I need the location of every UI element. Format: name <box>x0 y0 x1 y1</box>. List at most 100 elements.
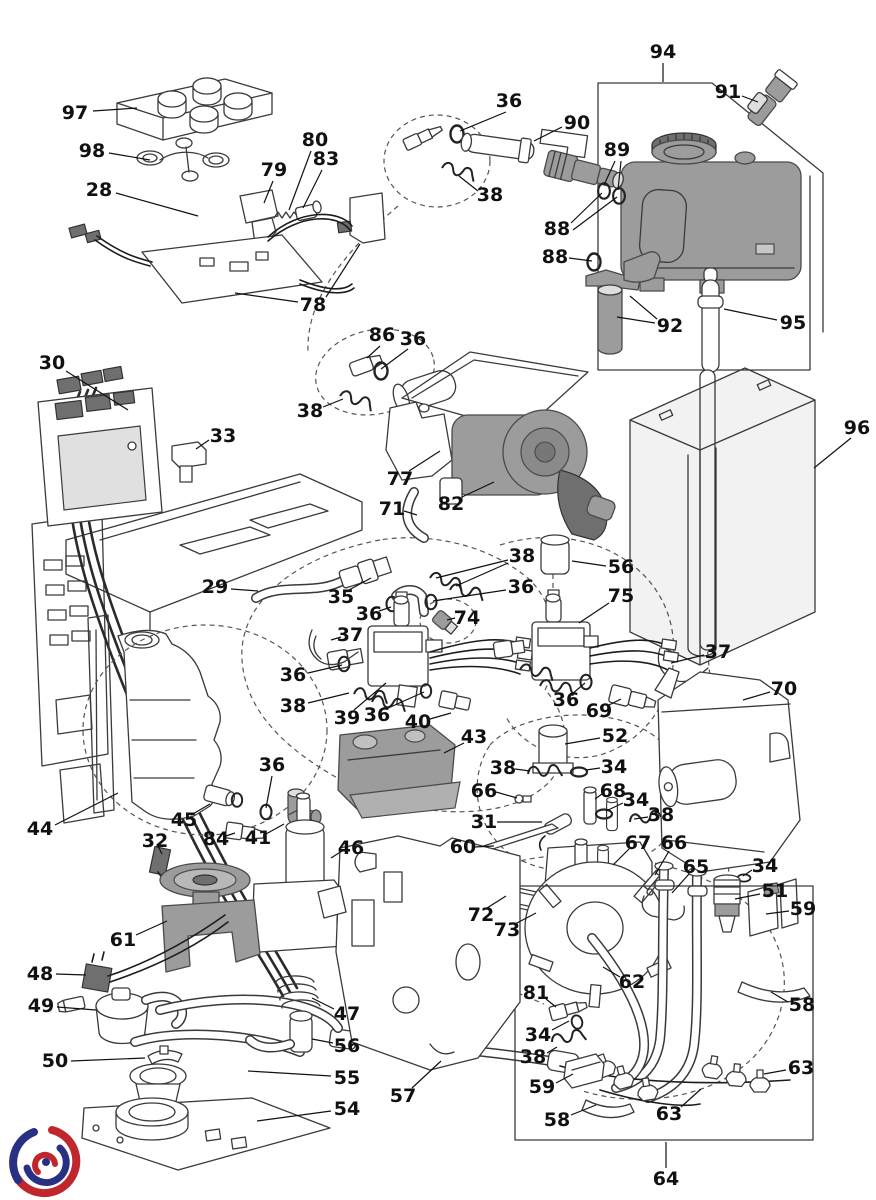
part-label-94: 94 <box>650 41 676 63</box>
part-label-70: 70 <box>771 678 797 700</box>
part-label-63: 63 <box>656 1103 682 1125</box>
leader-line-89 <box>603 160 616 186</box>
leader-line-36 <box>378 606 392 612</box>
leader-line-86 <box>366 345 381 359</box>
part-label-36: 36 <box>280 664 306 686</box>
leader-line-83 <box>302 169 323 209</box>
leader-line-38 <box>435 559 509 579</box>
part-label-56: 56 <box>334 1035 360 1057</box>
leader-line-66 <box>654 850 670 876</box>
part-label-54: 54 <box>334 1098 360 1120</box>
leader-line-39 <box>353 682 387 711</box>
part-label-73: 73 <box>494 919 520 941</box>
leader-line-68 <box>594 793 603 800</box>
leader-line-60 <box>473 845 495 848</box>
leader-line-36 <box>307 664 343 674</box>
leader-line-59 <box>765 910 790 915</box>
part-label-66: 66 <box>471 780 497 802</box>
part-label-65: 65 <box>683 856 709 878</box>
part-label-38: 38 <box>648 804 674 826</box>
leader-line-38 <box>322 398 344 408</box>
leader-line-62 <box>602 966 621 978</box>
leader-line-40 <box>429 712 452 720</box>
leader-line-88 <box>568 257 593 262</box>
leader-line-36 <box>459 111 507 132</box>
leader-line-67 <box>612 848 630 866</box>
part-label-89: 89 <box>604 139 630 161</box>
part-label-61: 61 <box>110 929 136 951</box>
part-label-38: 38 <box>477 184 503 206</box>
gasket-98 <box>136 137 230 182</box>
leader-line-38 <box>455 562 509 587</box>
leader-line-44 <box>54 792 119 826</box>
leader-line-90 <box>533 126 563 142</box>
main-board-30 <box>37 387 163 527</box>
hose-29 <box>251 575 349 603</box>
part-label-39: 39 <box>334 707 360 729</box>
leader-line-30 <box>65 370 129 411</box>
part-label-97: 97 <box>62 102 88 124</box>
bracket-59-left <box>563 1053 605 1089</box>
leader-line-88 <box>570 192 603 224</box>
part-label-36: 36 <box>259 754 285 776</box>
part-label-38: 38 <box>280 695 306 717</box>
part-label-38: 38 <box>520 1046 546 1068</box>
leader-line-36 <box>265 775 273 809</box>
part-label-52: 52 <box>602 725 628 747</box>
leader-line-48 <box>55 973 87 976</box>
leader-line-34 <box>742 869 753 877</box>
tank-cap <box>651 132 717 165</box>
part-label-49: 49 <box>28 995 54 1017</box>
leader-line-55 <box>247 1070 332 1077</box>
leader-line-61 <box>135 920 168 936</box>
leader-line-36 <box>380 348 409 370</box>
leader-line-82 <box>461 481 495 498</box>
leader-line-75 <box>578 602 610 624</box>
leader-line-37 <box>330 636 342 641</box>
leader-line-77 <box>408 450 441 472</box>
part-label-40: 40 <box>405 711 431 733</box>
leader-line-71 <box>403 510 418 516</box>
part-label-67: 67 <box>625 832 651 854</box>
part-label-38: 38 <box>509 545 535 567</box>
fitting-86 <box>337 354 389 413</box>
inlet-fitting-group-90 <box>402 124 589 183</box>
leader-line-97 <box>92 107 138 112</box>
leader-line-74 <box>446 617 456 621</box>
part-label-44: 44 <box>27 818 53 840</box>
assembly-box-64 <box>514 885 814 1141</box>
vessel-44 <box>87 614 244 820</box>
microswitch-48 <box>81 914 229 993</box>
leader-line-81 <box>545 998 557 1008</box>
leader-line-95 <box>723 308 778 321</box>
part-label-33: 33 <box>210 425 236 447</box>
part-label-92: 92 <box>657 315 683 337</box>
leader-line-52 <box>564 737 601 745</box>
leader-line-34 <box>605 802 624 812</box>
hose-71 <box>402 487 429 543</box>
leader-line-29 <box>230 588 259 592</box>
part-label-74: 74 <box>454 607 480 629</box>
part-label-55: 55 <box>334 1067 360 1089</box>
part-label-31: 31 <box>471 811 497 833</box>
inlet-91 <box>747 69 798 127</box>
part-label-58: 58 <box>544 1109 570 1131</box>
part-label-34: 34 <box>525 1024 551 1046</box>
part-label-79: 79 <box>261 159 287 181</box>
leader-line-66 <box>495 791 518 799</box>
part-label-81: 81 <box>523 982 549 1004</box>
leader-line-84 <box>225 832 236 837</box>
part-label-30: 30 <box>39 352 65 374</box>
leader-line-91 <box>741 95 759 103</box>
boiler-tank-94 <box>620 132 802 294</box>
valve-52-group <box>514 724 666 832</box>
part-label-34: 34 <box>752 855 778 877</box>
part-label-95: 95 <box>780 312 806 334</box>
part-label-43: 43 <box>461 726 487 748</box>
part-label-80: 80 <box>302 129 328 151</box>
leader-line-63 <box>763 1069 787 1075</box>
pump-bracket-61 <box>159 862 261 973</box>
